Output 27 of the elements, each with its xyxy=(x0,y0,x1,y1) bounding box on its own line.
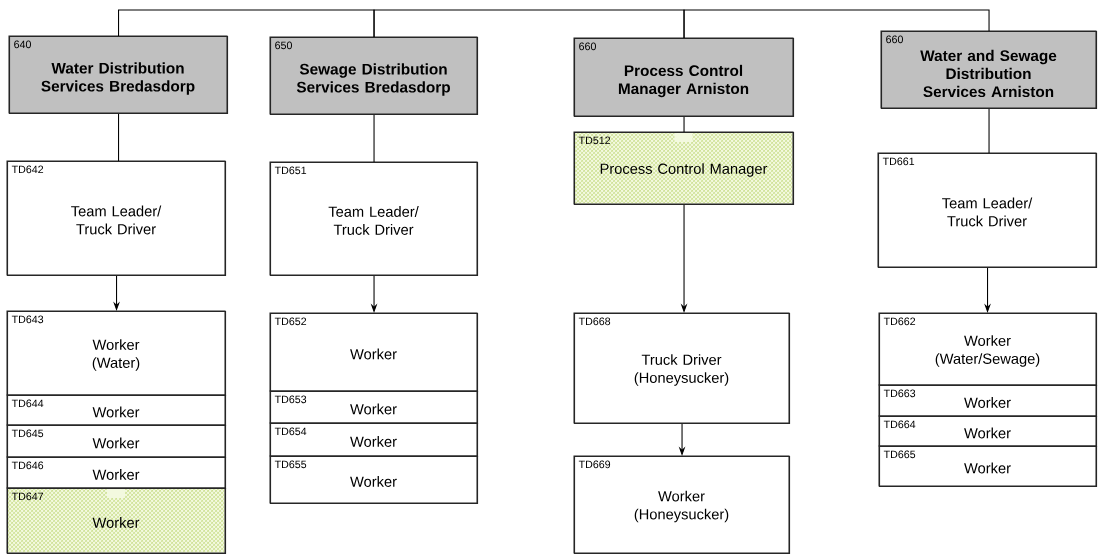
position-box: TD512 Process Control Manager xyxy=(573,131,794,205)
position-box: TD645 Worker xyxy=(6,424,227,459)
position-box: TD647 Worker xyxy=(6,487,226,554)
position-box: TD646 Worker xyxy=(6,456,227,490)
position-box: TD663 Worker xyxy=(878,384,1098,418)
position-box: TD651 Team Leader/ Truck Driver xyxy=(269,161,479,277)
position-box: TD664 Worker xyxy=(878,415,1098,448)
position-box: TD661 Team Leader/ Truck Driver xyxy=(877,152,1098,269)
position-box: TD642 Team Leader/ Truck Driver xyxy=(6,160,227,277)
department-box: 650 Sewage Distribution Services Bredasdorp xyxy=(269,36,479,116)
position-box: TD669 Worker (Honeysucker) xyxy=(573,455,791,555)
position-box: TD665 Worker xyxy=(878,445,1098,488)
connector-line xyxy=(683,9,990,39)
connector-line xyxy=(118,113,120,162)
department-box: 660 Process Control Manager Arniston xyxy=(573,37,795,118)
connector-line xyxy=(373,9,685,39)
connector-line xyxy=(118,9,375,38)
position-box: TD668 Truck Driver (Honeysucker) xyxy=(573,312,791,425)
position-box: TD655 Worker xyxy=(269,455,479,505)
position-box: TD654 Worker xyxy=(269,422,479,458)
connector-line xyxy=(988,108,990,154)
department-box: 640 Water Distribution Services Bredasdorp xyxy=(8,35,229,115)
position-box: TD653 Worker xyxy=(269,390,479,425)
department-box: 660 Water and Sewage Distribution Services Arniston xyxy=(880,30,1098,110)
connector-line xyxy=(683,116,685,133)
connector-line xyxy=(373,114,375,163)
position-box: TD644 Worker xyxy=(6,394,227,427)
